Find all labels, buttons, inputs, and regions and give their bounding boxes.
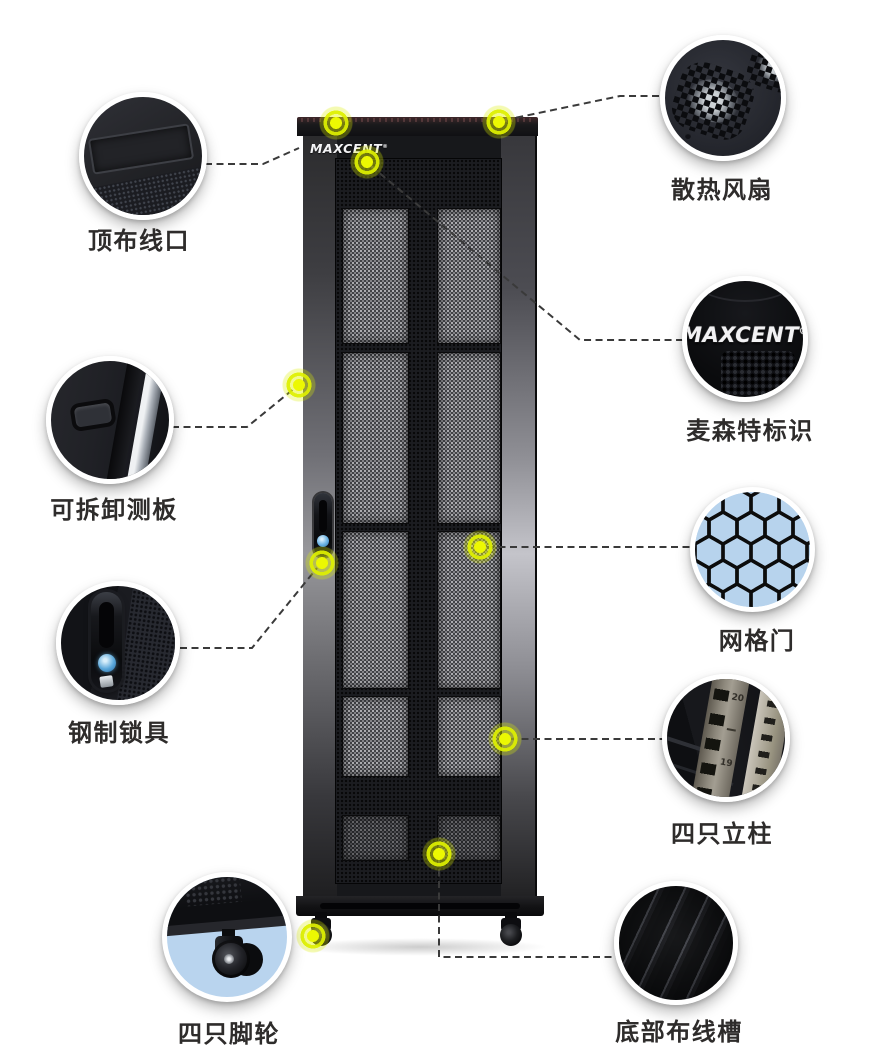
- cabinet-shadow: [292, 938, 548, 956]
- lock-recess: [319, 500, 327, 532]
- label-four-casters: 四只脚轮: [178, 1020, 280, 1048]
- label-removable-side-panel: 可拆卸测板: [50, 496, 178, 524]
- cabinet-base: [296, 896, 544, 916]
- cable-entry-cover-plate: [87, 123, 195, 175]
- rail-tick: [726, 728, 736, 732]
- vignette: [619, 886, 733, 1000]
- callout-cooling-fan: [660, 35, 786, 161]
- label-steel-lock: 钢制锁具: [68, 719, 170, 747]
- label-four-pillars: 四只立柱: [671, 820, 773, 848]
- caster-hub-bolt: [224, 954, 234, 964]
- callout-bottom-cable-trough: [614, 881, 738, 1005]
- callout-brand-logo: MAXCENT®: [682, 276, 808, 402]
- connector-brand-logo: [370, 165, 683, 341]
- callout-removable-side-panel: [46, 356, 174, 484]
- connector-steel-lock: [180, 567, 318, 649]
- label-bottom-cable-trough: 底部布线槽: [615, 1018, 743, 1046]
- mesh-panel: [437, 208, 501, 344]
- vent-holes: [183, 877, 242, 907]
- panel-latch: [69, 397, 117, 433]
- cabinet-right-frame: [501, 136, 537, 896]
- rail-unit-number: 19: [719, 757, 734, 770]
- cabinet-top-cap: [297, 117, 538, 136]
- label-mesh-door: 网格门: [718, 627, 796, 655]
- caster-stem: [222, 929, 235, 939]
- registered-mark: ®: [382, 143, 389, 150]
- feature-marker-bottom-trough: [421, 836, 457, 872]
- callout-mesh-door: [690, 487, 815, 612]
- callout-four-casters: [162, 872, 292, 1002]
- rail-mounting-holes: [691, 679, 734, 797]
- callout-top-cable-entry: [79, 92, 207, 220]
- mesh-panel: [342, 531, 409, 689]
- cabinet-caster-right: [496, 912, 526, 948]
- connector-bottom-cable-trough: [438, 858, 615, 958]
- mesh-panel: [342, 208, 409, 344]
- registered-mark: ®: [798, 325, 808, 337]
- label-top-cable-entry: 顶布线口: [88, 227, 190, 255]
- label-cooling-fan: 散热风扇: [671, 176, 773, 204]
- connector-removable-side-panel: [172, 386, 297, 428]
- cabinet-mesh-door: [335, 158, 502, 884]
- mesh-panel: [342, 352, 409, 524]
- panel-seam: [687, 281, 803, 302]
- callout-steel-lock: [56, 581, 180, 705]
- mesh-panel: [437, 352, 501, 524]
- mesh-panel: [342, 815, 409, 861]
- feature-marker-side-panel: [281, 367, 317, 403]
- feature-marker-mesh-door: [462, 529, 498, 565]
- connector-top-cable-entry: [205, 147, 300, 165]
- mesh-panel: [342, 696, 409, 777]
- feature-marker-lock: [304, 545, 340, 581]
- feature-marker-pillar: [487, 721, 523, 757]
- honeycomb-pattern: [695, 492, 810, 607]
- rail-unit-number: 20: [730, 692, 745, 705]
- lock-cylinder: [98, 654, 116, 672]
- callout-four-pillars: 20 19: [662, 674, 790, 802]
- lock-recess: [99, 602, 114, 648]
- feature-marker-logo: [349, 144, 385, 180]
- vent-holes: [721, 351, 795, 395]
- cabinet-door-lock: [314, 493, 332, 557]
- connector-cooling-fan: [504, 95, 661, 121]
- label-brand-logo: 麦森特标识: [686, 417, 814, 445]
- feature-marker-top-right: [481, 104, 517, 140]
- rack-rail-front: 20 19: [687, 679, 752, 797]
- screw-hole: [685, 133, 691, 139]
- metal-glint: [99, 675, 114, 688]
- feature-marker-caster: [295, 918, 331, 954]
- brand-logo-text: MAXCENT®: [682, 322, 808, 347]
- lock-cylinder: [317, 535, 329, 547]
- base-vent-slot: [320, 903, 520, 909]
- feature-marker-top-left: [318, 105, 354, 141]
- mesh-texture: [116, 586, 175, 700]
